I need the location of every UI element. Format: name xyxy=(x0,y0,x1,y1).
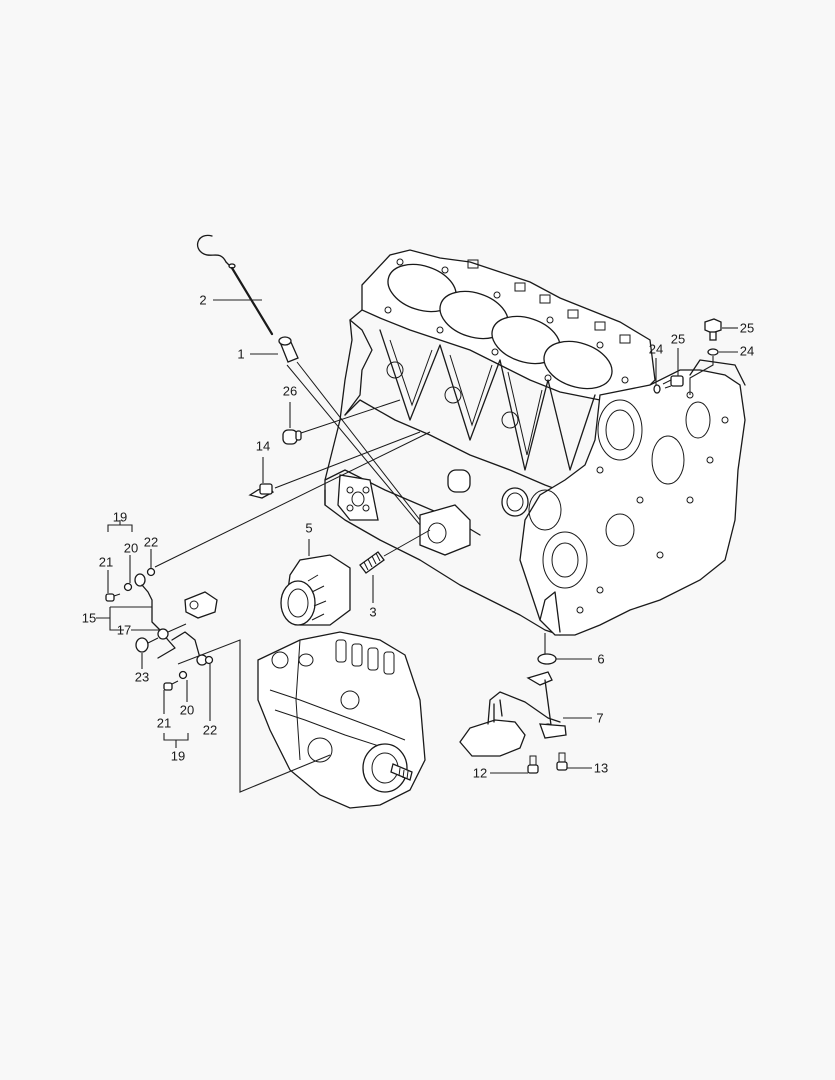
callout-21-bottom: 21 xyxy=(156,715,172,731)
callout-2: 2 xyxy=(199,292,207,308)
callout-23: 23 xyxy=(134,669,150,685)
callout-7: 7 xyxy=(596,710,604,726)
leader-lines xyxy=(96,299,738,774)
callout-22-top: 22 xyxy=(143,534,159,550)
o-ring-6 xyxy=(537,653,557,665)
callout-13: 13 xyxy=(593,760,609,776)
bolt-13 xyxy=(556,752,568,771)
oil-filter xyxy=(280,554,351,626)
callout-20-bottom: 20 xyxy=(179,702,195,718)
callout-19-top: 19 xyxy=(112,509,128,525)
plug-26 xyxy=(282,399,401,445)
callout-26: 26 xyxy=(282,383,298,399)
callout-12: 12 xyxy=(472,765,488,781)
washer-22a xyxy=(146,567,156,577)
bolt-12 xyxy=(527,755,539,774)
callout-3: 3 xyxy=(369,604,377,620)
bolt-23 xyxy=(135,637,159,653)
callout-20-top: 20 xyxy=(123,540,139,556)
callout-25-right: 25 xyxy=(739,320,755,336)
callout-22-bottom: 22 xyxy=(202,722,218,738)
callout-5: 5 xyxy=(305,520,313,536)
washer-24-mid xyxy=(653,384,661,394)
callout-14: 14 xyxy=(255,438,271,454)
fuel-injection-pump xyxy=(257,631,426,809)
oil-strainer-7 xyxy=(459,671,567,757)
dipstick-guide xyxy=(278,336,421,521)
oil-pipe-assembly xyxy=(134,573,218,666)
joint-bolt-21b xyxy=(163,680,179,691)
plug-25-mid xyxy=(662,375,684,389)
stud-3 xyxy=(359,529,431,574)
cylinder-block xyxy=(324,249,746,636)
bolt-25-top xyxy=(704,318,722,341)
pump-leader-bracket xyxy=(177,639,331,793)
callout-25-mid: 25 xyxy=(670,331,686,347)
washer-20a xyxy=(123,582,133,592)
callout-6: 6 xyxy=(597,651,605,667)
callout-19-bottom: 19 xyxy=(170,748,186,764)
washer-20b xyxy=(178,670,188,680)
oil-pressure-switch-14 xyxy=(248,431,421,499)
dipstick xyxy=(196,234,274,336)
washer-24-right xyxy=(707,348,719,356)
washer-22b xyxy=(204,655,214,665)
callout-15: 15 xyxy=(81,610,97,626)
callout-1: 1 xyxy=(237,346,245,362)
callout-21-top: 21 xyxy=(98,554,114,570)
callout-17: 17 xyxy=(116,622,132,638)
joint-bolt-21a xyxy=(105,593,121,602)
callout-24-right: 24 xyxy=(739,343,755,359)
callout-24-mid: 24 xyxy=(648,341,664,357)
